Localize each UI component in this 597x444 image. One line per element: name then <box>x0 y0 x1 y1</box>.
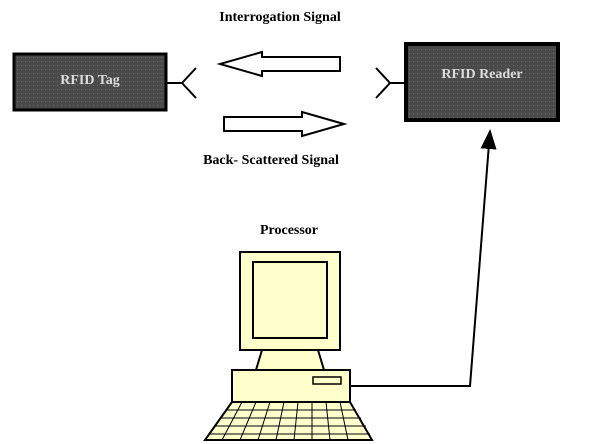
interrogation-arrow-icon <box>216 50 341 78</box>
rfid-tag-antenna-icon <box>166 67 197 99</box>
interrogation-signal-label: Interrogation Signal <box>219 10 341 25</box>
rfid-reader-antenna-icon <box>375 67 406 99</box>
backscattered-signal-label: Back- Scattered Signal <box>203 153 339 168</box>
rfid-reader-box: RFID Reader <box>404 42 560 122</box>
rfid-reader-label: RFID Reader <box>441 67 522 82</box>
rfid-tag-box: RFID Tag <box>12 52 168 112</box>
computer-icon <box>203 251 374 441</box>
processor-label: Processor <box>260 223 318 238</box>
processor-connection-line <box>334 129 497 394</box>
rfid-tag-label: RFID Tag <box>60 73 120 88</box>
backscatter-arrow-icon <box>223 110 348 138</box>
